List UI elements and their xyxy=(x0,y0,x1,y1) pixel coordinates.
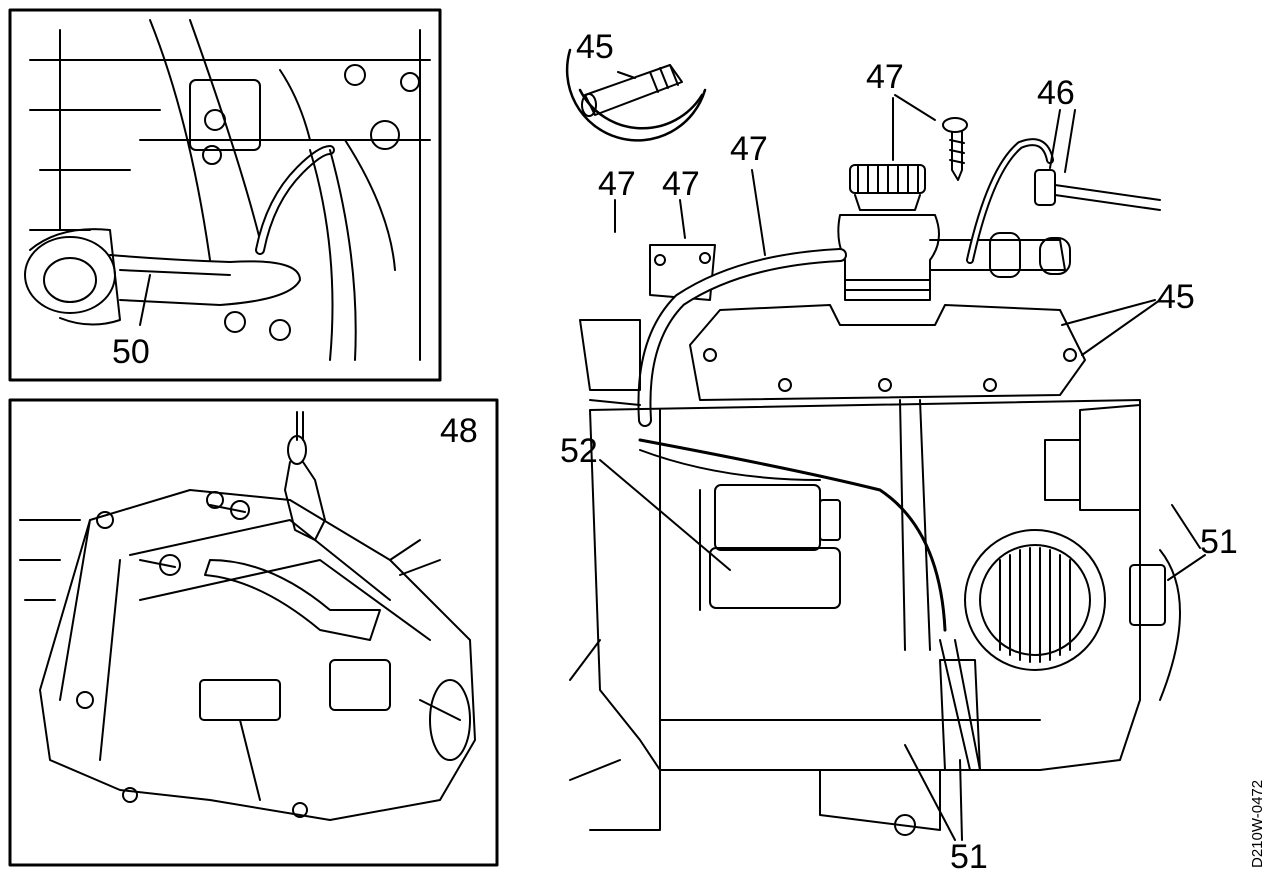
callout-45-manifold: 45 xyxy=(1157,278,1195,316)
leader-lines xyxy=(599,94,1206,841)
callout-51-bracket: 51 xyxy=(1200,523,1238,561)
callout-45-inset: 45 xyxy=(576,28,614,66)
callout-47-bracket: 47 xyxy=(662,165,700,203)
callout-46: 46 xyxy=(1037,74,1075,112)
leader-50 xyxy=(139,274,151,326)
callout-50: 50 xyxy=(112,333,150,371)
callout-47-hose: 47 xyxy=(730,130,768,168)
engine-main-view: 47 46 47 47 47 45 52 51 51 xyxy=(560,58,1238,876)
panel-border xyxy=(8,398,499,867)
document-code: D210W-0472 xyxy=(1249,780,1266,868)
callout-48: 48 xyxy=(440,412,478,450)
leader-45-inset xyxy=(617,71,636,79)
stud-bolt xyxy=(581,64,683,117)
callout-47-left: 47 xyxy=(598,165,636,203)
panel-gearbox: 48 xyxy=(8,398,499,867)
callout-52: 52 xyxy=(560,432,598,470)
callout-47-cap: 47 xyxy=(866,58,904,96)
panel-border xyxy=(8,8,442,382)
panel-engine-mount-detail: 50 xyxy=(8,8,442,382)
inset-stud-detail: 45 xyxy=(565,28,707,142)
callout-51-lower: 51 xyxy=(950,838,988,876)
